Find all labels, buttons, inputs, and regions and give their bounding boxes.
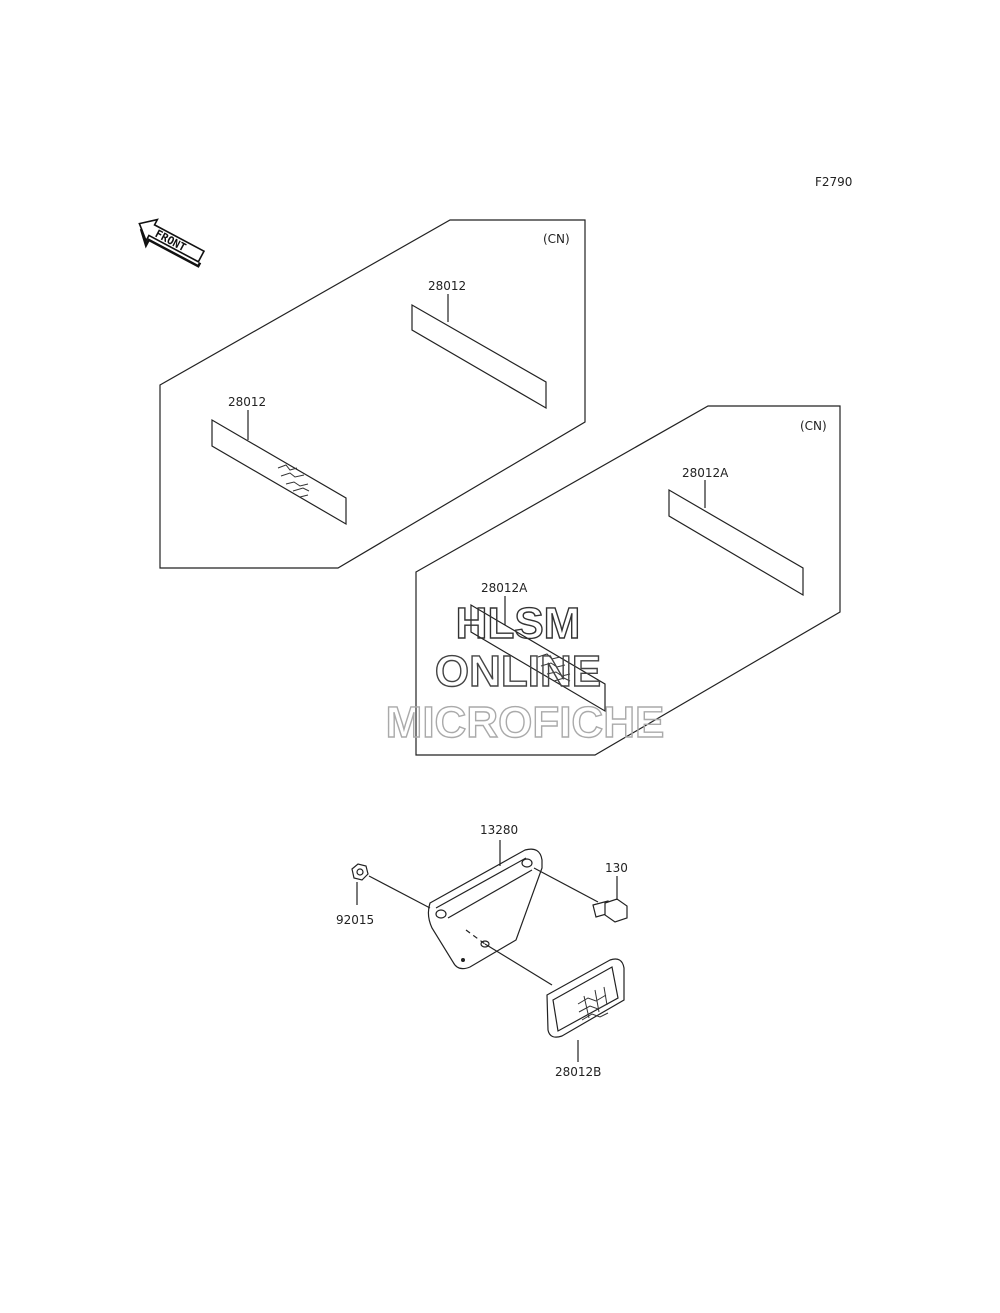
bolt-130: 130: [533, 861, 628, 923]
part-label-28012B: 28012B: [555, 1065, 601, 1079]
decal-panel-2: (CN) 28012A 28012A: [415, 405, 841, 756]
part-label-28012-upper: 28012: [428, 279, 466, 293]
panel-1-variant: (CN): [543, 232, 570, 246]
panel-2-variant: (CN): [800, 419, 827, 433]
decal-text-pattern-icon: [277, 464, 310, 498]
part-label-92015: 92015: [336, 913, 374, 927]
part-label-28012A-lower: 28012A: [481, 581, 528, 595]
svg-text:MICROFICHE: MICROFICHE: [386, 698, 665, 747]
decal-28012A-upper: [668, 488, 804, 597]
figure-code: F2790: [815, 175, 852, 189]
decal-panel-1: (CN) 28012 28012: [159, 219, 586, 569]
decal-28012-lower: [211, 418, 347, 526]
decal-text-pattern-icon: [537, 653, 571, 682]
decal-28012-upper: [411, 303, 547, 410]
reflector-28012B: 28012B: [465, 929, 625, 1079]
part-label-130: 130: [605, 861, 628, 875]
part-label-13280: 13280: [480, 823, 518, 837]
part-label-28012-lower: 28012: [228, 395, 266, 409]
svg-text:ONLINE: ONLINE: [435, 647, 601, 696]
watermark: HLSM ONLINE MICROFICHE: [385, 598, 665, 747]
front-arrow-icon: FRONT: [138, 218, 206, 268]
bracket-13280: 13280: [427, 823, 543, 970]
decal-28012A-lower: [470, 603, 606, 713]
svg-text:HLSM: HLSM: [456, 599, 581, 648]
reflector-pattern-icon: [577, 986, 609, 1021]
flange-nut-92015: 92015: [336, 863, 431, 927]
part-label-28012A-upper: 28012A: [682, 466, 729, 480]
